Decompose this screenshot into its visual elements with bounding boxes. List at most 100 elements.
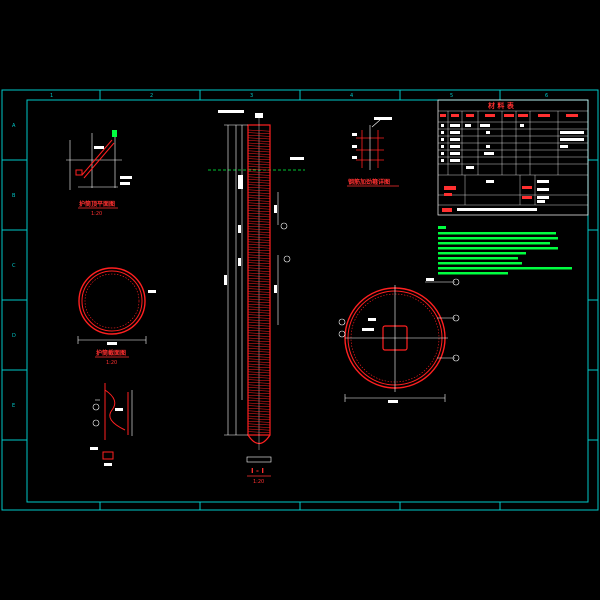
spiral-hoop-line <box>247 327 271 330</box>
spiral-hoop-line <box>247 254 271 257</box>
spiral-hoop-line <box>247 420 271 423</box>
spiral-hoop-line <box>247 296 271 298</box>
spiral-hoop-line <box>247 366 271 369</box>
spiral-hoop-line <box>247 306 271 309</box>
spiral-hoop-line <box>247 381 271 384</box>
spiral-hoop-line <box>247 402 271 405</box>
spiral-hoop-line <box>247 423 271 426</box>
spiral-hoop-line <box>247 197 271 200</box>
spiral-hoop-line <box>247 160 271 163</box>
center-section-scale: 1:20 <box>253 479 264 485</box>
grid-labels: 1 2 3 4 5 6 A B C D E <box>12 93 548 409</box>
spiral-hoop-line <box>247 324 271 327</box>
grid-label-top-5: 5 <box>450 93 453 99</box>
spiral-hoop-line <box>247 293 271 296</box>
spiral-hoop-line <box>247 415 271 418</box>
spiral-hoop-line <box>247 358 271 361</box>
spiral-hoop-line <box>247 400 271 402</box>
spiral-hoop-line <box>247 355 271 358</box>
center-section-title: I - I <box>251 467 264 475</box>
spiral-hoop-line <box>247 233 271 236</box>
spiral-hoop-line <box>247 205 271 207</box>
spiral-hoop-line <box>247 309 271 311</box>
grid-label-side-b: B <box>12 193 16 199</box>
spiral-hoop-line <box>247 298 271 301</box>
spiral-hoop-line <box>247 163 271 166</box>
spiral-hoop-line <box>247 410 271 413</box>
spiral-hoop-line <box>247 262 271 265</box>
left-ring-scale: 1:20 <box>106 360 117 366</box>
top-left-plan-title: 护筒顶平面图 <box>79 200 115 208</box>
spiral-hoop-line <box>247 426 271 428</box>
grid-label-side-c: C <box>12 263 16 269</box>
spiral-hoop-line <box>247 134 271 137</box>
spiral-hoop-line <box>247 241 271 244</box>
spiral-hoop-line <box>247 348 271 350</box>
spiral-hoop-line <box>247 158 271 161</box>
spiral-hoop-line <box>247 137 271 140</box>
spiral-hoop-line <box>247 147 271 150</box>
spiral-hoop-line <box>247 329 271 332</box>
sheet-frame <box>1 89 599 511</box>
grid-label-side-e: E <box>12 403 15 409</box>
spiral-hoop-line <box>247 132 271 135</box>
spiral-hoop-line <box>247 290 271 293</box>
spiral-hoop-line <box>247 244 271 246</box>
spiral-hoop-line <box>247 431 271 434</box>
left-ring-title: 护筒截面图 <box>96 349 126 357</box>
spiral-hoop-line <box>247 394 271 397</box>
spiral-hoop-line <box>247 140 271 142</box>
spiral-hoop-line <box>247 413 271 415</box>
spiral-hoop-line <box>247 316 271 319</box>
spiral-hoop-line <box>247 171 271 174</box>
spiral-hoop-line <box>247 129 271 132</box>
spiral-hoop-line <box>247 173 271 176</box>
notes-block <box>438 226 572 275</box>
spiral-hoop-line <box>247 155 271 158</box>
spiral-hoop-line <box>247 168 271 171</box>
spiral-hoop-line <box>247 153 271 155</box>
spiral-hoop-line <box>247 228 271 231</box>
spiral-hoop-line <box>247 301 271 304</box>
spiral-hoop-line <box>247 179 271 181</box>
grid-label-top-3: 3 <box>250 93 253 99</box>
spiral-hoop-line <box>247 210 271 213</box>
grid-label-top-6: 6 <box>545 93 548 99</box>
center-column-elevation: I - I 1:20 <box>208 110 305 485</box>
spiral-hoop-line <box>247 392 271 395</box>
spiral-hoop-line <box>247 387 271 389</box>
spiral-hoop-line <box>247 335 271 337</box>
spiral-hoop-line <box>247 220 271 223</box>
spiral-hoop-line <box>247 142 271 145</box>
spiral-hoop-line <box>247 264 271 267</box>
spiral-hoop-line <box>247 249 271 252</box>
material-table-title: 材 料 表 <box>487 101 515 110</box>
spiral-hoop-line <box>247 353 271 356</box>
spiral-hoop-line <box>247 166 271 168</box>
spiral-hoop-line <box>247 368 271 371</box>
spiral-hoop-line <box>247 361 271 363</box>
spiral-hoop-line <box>247 181 271 184</box>
spiral-hoop-line <box>247 145 271 148</box>
spiral-hoop-line <box>247 371 271 374</box>
spiral-hoop-line <box>247 231 271 233</box>
spiral-hoop-line <box>247 332 271 335</box>
grid-label-side-a: A <box>12 123 16 129</box>
spiral-hoop-line <box>247 337 271 340</box>
spiral-hoop-line <box>247 223 271 226</box>
spiral-hoop-line <box>247 238 271 241</box>
top-mid-detail-title: 钢筋加劲箍详图 <box>348 178 390 186</box>
grid-label-top-2: 2 <box>150 93 153 99</box>
spiral-hoop-line <box>247 342 271 345</box>
spiral-hoop-line <box>247 283 271 285</box>
spiral-hoop-line <box>247 267 271 270</box>
spiral-hoop-line <box>247 376 271 379</box>
spiral-hoop-line <box>247 202 271 205</box>
spiral-hoop-line <box>247 407 271 410</box>
spiral-hoop-line <box>247 176 271 179</box>
spiral-hoop-line <box>247 192 271 194</box>
spiral-hoop-line <box>247 340 271 343</box>
spiral-hoop-line <box>247 288 271 291</box>
spiral-hoop-line <box>247 384 271 387</box>
